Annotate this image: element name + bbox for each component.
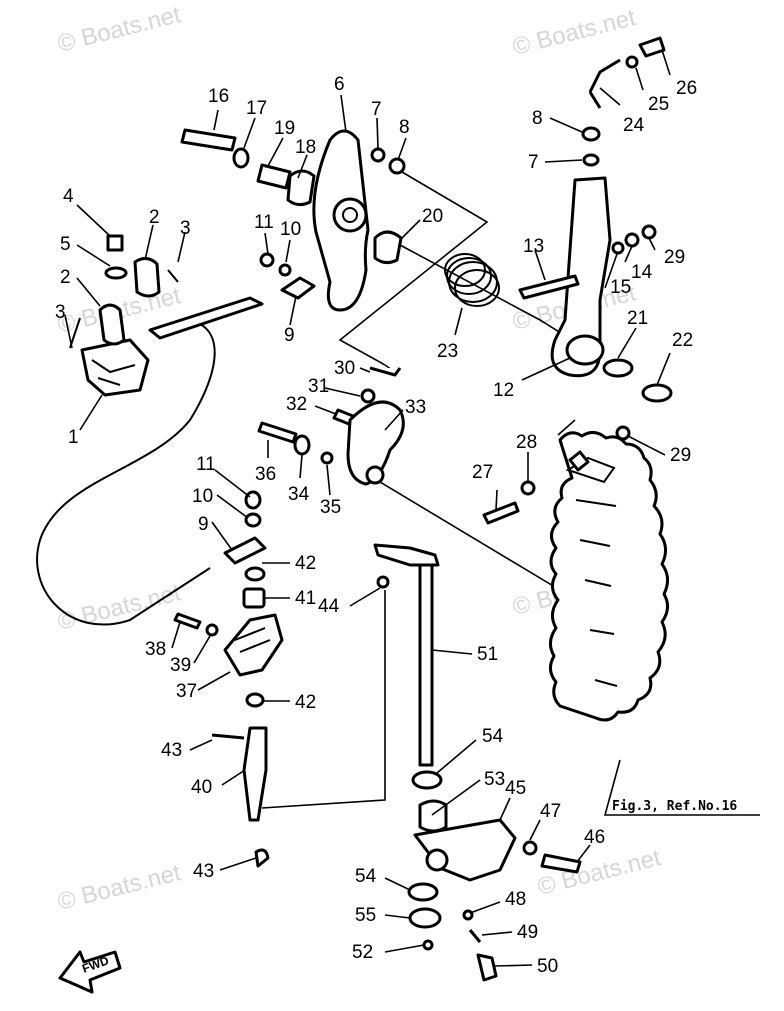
- callout-19: 19: [274, 118, 295, 139]
- callout-41: 41: [295, 588, 316, 609]
- callout-42: 42: [295, 553, 316, 574]
- callout-23: 23: [437, 341, 458, 362]
- callout-11: 11: [196, 454, 216, 475]
- callout-21: 21: [627, 308, 648, 329]
- callout-53: 53: [484, 769, 505, 790]
- callout-3: 3: [180, 218, 191, 239]
- callout-50: 50: [537, 956, 558, 977]
- callout-8: 8: [532, 108, 543, 129]
- callout-29: 29: [670, 445, 691, 466]
- callout-9: 9: [284, 325, 295, 346]
- callout-12: 12: [493, 380, 514, 401]
- callout-46: 46: [584, 827, 605, 848]
- throttle-cable: [36, 319, 216, 626]
- callout-35: 35: [320, 497, 341, 518]
- callout-54: 54: [482, 726, 504, 747]
- callout-6: 6: [334, 74, 345, 95]
- callout-28: 28: [516, 432, 537, 453]
- callout-16: 16: [208, 86, 229, 107]
- callout-9: 9: [198, 514, 209, 535]
- watermark: © Boats.net: [55, 859, 184, 916]
- callout-26: 26: [676, 78, 697, 99]
- lever-6: [180, 128, 406, 312]
- callout-43: 43: [193, 861, 214, 882]
- callout-48: 48: [505, 889, 526, 910]
- parts-30-36: [257, 366, 405, 486]
- watermark: © Boats.net: [55, 1, 184, 58]
- callout-55: 55: [355, 905, 376, 926]
- callout-7: 7: [371, 99, 382, 120]
- callout-24: 24: [623, 115, 645, 136]
- parts-27-29: [482, 425, 631, 525]
- callout-31: 31: [308, 376, 329, 397]
- callout-17: 17: [246, 98, 267, 119]
- callout-5: 5: [60, 234, 71, 255]
- lower-right-assembly: [373, 543, 582, 982]
- callout-47: 47: [540, 801, 561, 822]
- callout-49: 49: [517, 922, 538, 943]
- watermark: © Boats.net: [510, 4, 639, 61]
- callout-11: 11: [254, 212, 274, 233]
- reference-note: Fig.3, Ref.No.16: [603, 759, 760, 816]
- callout-leaders: [64, 49, 671, 967]
- callout-1: 1: [68, 427, 79, 448]
- callout-34: 34: [288, 484, 310, 505]
- engine-block-outline: [549, 431, 669, 722]
- callout-51: 51: [477, 644, 498, 665]
- callout-7: 7: [528, 152, 539, 173]
- callout-10: 10: [192, 486, 213, 507]
- lever-12: [518, 36, 673, 403]
- lower-left-assembly: [173, 490, 284, 868]
- callout-20: 20: [422, 206, 443, 227]
- connecting-lines: [36, 171, 581, 809]
- callout-27: 27: [472, 462, 493, 483]
- callout-22: 22: [672, 330, 693, 351]
- callout-8: 8: [399, 117, 410, 138]
- callout-32: 32: [286, 394, 307, 415]
- callout-45: 45: [505, 778, 526, 799]
- callout-3: 3: [55, 302, 66, 323]
- callout-40: 40: [191, 777, 212, 798]
- callout-37: 37: [176, 681, 197, 702]
- callout-33: 33: [405, 397, 426, 418]
- callout-10: 10: [280, 219, 301, 240]
- callout-13: 13: [523, 236, 544, 257]
- callout-38: 38: [145, 639, 166, 660]
- callout-42: 42: [295, 692, 316, 713]
- callout-18: 18: [295, 137, 316, 158]
- callout-2: 2: [60, 267, 71, 288]
- watermark: © Boats.net: [535, 844, 664, 901]
- callout-25: 25: [648, 94, 669, 115]
- callout-labels: 1 2 2 3 3 4 5 6 7 7 8 8 9 9 10 10 11 11 …: [55, 74, 697, 977]
- upper-left-bracket: [69, 234, 264, 397]
- callout-15: 15: [610, 277, 631, 298]
- callout-29: 29: [664, 247, 685, 268]
- reference-note-text: Fig.3, Ref.No.16: [612, 799, 737, 814]
- callout-54: 54: [355, 866, 377, 887]
- callout-52: 52: [352, 942, 373, 963]
- callout-4: 4: [63, 186, 74, 207]
- callout-36: 36: [255, 464, 276, 485]
- spring-23: [444, 253, 500, 307]
- watermark: © Boats.net: [55, 579, 184, 636]
- callout-14: 14: [631, 262, 653, 283]
- callout-30: 30: [334, 358, 355, 379]
- fwd-arrow: FWD: [58, 950, 122, 994]
- callout-2: 2: [149, 207, 160, 228]
- callout-44: 44: [318, 596, 340, 617]
- callout-39: 39: [170, 655, 191, 676]
- callout-43: 43: [161, 740, 182, 761]
